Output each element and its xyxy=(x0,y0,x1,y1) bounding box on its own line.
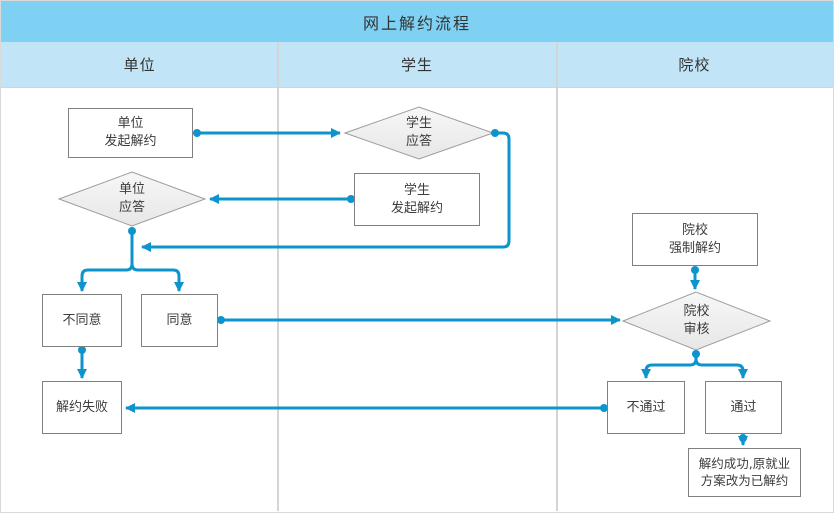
node-terminate-fail: 解约失败 xyxy=(42,381,122,434)
node-unit-initiate: 单位 发起解约 xyxy=(68,108,193,158)
arrow-school-force-to-review xyxy=(690,266,700,290)
node-school-force: 院校 强制解约 xyxy=(632,213,758,266)
decision-school-review-shape xyxy=(621,291,772,351)
arrow-reject-to-fail xyxy=(125,403,608,413)
node-agree: 同意 xyxy=(141,294,218,347)
page-title: 网上解约流程 xyxy=(362,13,471,33)
lane-divider-2 xyxy=(556,42,558,511)
lane-header-school: 院校 xyxy=(678,56,711,74)
arrow-agree-to-school-review xyxy=(217,315,621,325)
node-terminate-success: 解约成功,原就业 方案改为已解约 xyxy=(688,448,801,497)
arrow-unit-initiate-to-student-response xyxy=(193,128,341,138)
node-disagree: 不同意 xyxy=(42,294,122,347)
lane-header-unit: 单位 xyxy=(123,56,156,74)
arrow-student-initiate-to-unit-response xyxy=(209,194,355,204)
node-review-pass: 通过 xyxy=(705,381,782,434)
lane-header-row: 单位 学生 院校 xyxy=(1,42,833,88)
title-bar: 网上解约流程 xyxy=(1,1,833,42)
node-student-initiate: 学生 发起解约 xyxy=(354,173,480,226)
arrow-school-review-to-pass xyxy=(694,354,748,379)
arrow-unit-response-to-agree xyxy=(130,231,184,292)
node-school-review: 院校 审核 xyxy=(683,304,710,337)
node-unit-response: 单位 应答 xyxy=(118,182,145,215)
arrow-school-review-to-reject xyxy=(641,350,700,379)
arrow-disagree-to-fail xyxy=(77,346,87,379)
node-student-response: 学生 应答 xyxy=(405,116,432,149)
decision-unit-response-shape xyxy=(57,171,207,227)
arrow-pass-to-success xyxy=(738,434,748,446)
lane-divider-1 xyxy=(277,42,279,511)
arrow-student-response-return-loop xyxy=(141,129,511,252)
node-review-reject: 不通过 xyxy=(607,381,685,434)
arrow-unit-response-to-disagree xyxy=(77,227,136,292)
lane-header-student: 学生 xyxy=(400,56,433,74)
